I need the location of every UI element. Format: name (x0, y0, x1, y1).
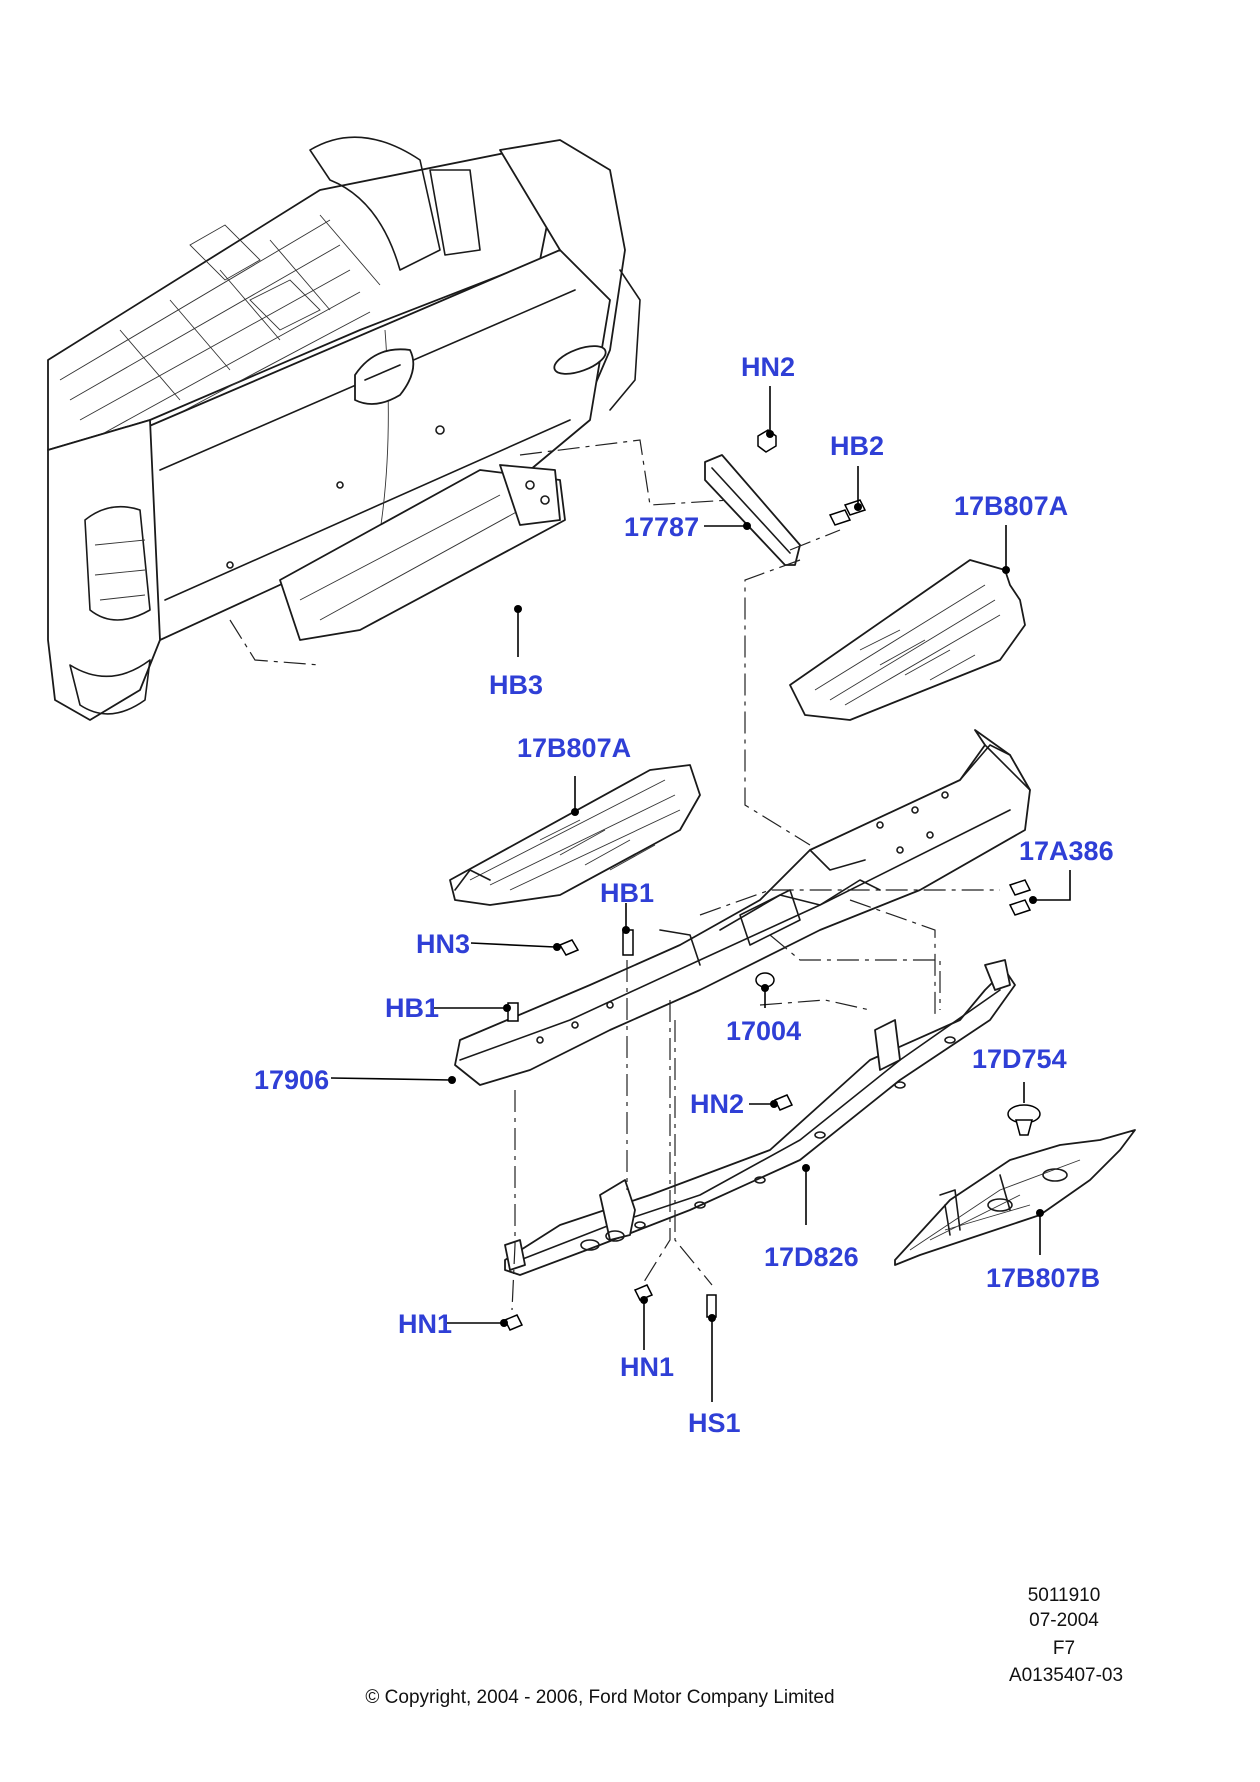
step-pad-right (789, 559, 1026, 721)
footer: 5011910 07-2004 F7 A0135407-03 © Copyrig… (365, 1585, 1123, 1708)
callout-17d754: 17D754 (972, 1044, 1067, 1074)
callout-hn1-center: HN1 (620, 1352, 674, 1382)
callout-17906: 17906 (254, 1065, 329, 1095)
callout-hn1-left: HN1 (398, 1309, 452, 1339)
callout-hn2-lower: HN2 (690, 1089, 744, 1119)
callout-hb1-lower: HB1 (385, 993, 439, 1023)
callout-hn2-top: HN2 (741, 352, 795, 382)
step-pad-left (449, 764, 701, 906)
nut-hn1-left (503, 1314, 524, 1331)
alignment-dashes (511, 889, 1000, 1311)
nut-hn1-center (633, 1284, 654, 1301)
callout-17d826: 17D826 (764, 1242, 859, 1272)
bolt-hb1-lower (507, 1002, 519, 1022)
callout-hb2: HB2 (830, 431, 884, 461)
illustration-date: 07-2004 (1029, 1610, 1099, 1631)
callout-hn3: HN3 (416, 929, 470, 959)
reference-number: A0135407-03 (1009, 1665, 1123, 1686)
callout-labels: HN2 HB2 17787 17B807A HB3 17B807A 17A386… (254, 352, 1114, 1438)
bolt-hb1-upper (622, 929, 634, 956)
copyright-notice: © Copyright, 2004 - 2006, Ford Motor Com… (365, 1687, 834, 1708)
callout-hs1: HS1 (688, 1408, 741, 1438)
screw-hs1 (706, 1294, 717, 1318)
callout-17b807a-right: 17B807A (954, 491, 1068, 521)
callout-hb3: HB3 (489, 670, 543, 700)
clip-17a386 (1008, 879, 1032, 916)
bumper-17906 (454, 729, 1031, 1086)
callout-17a386: 17A386 (1019, 836, 1114, 866)
nut-hn2-lower (773, 1094, 794, 1111)
callout-17787: 17787 (624, 512, 699, 542)
callout-17b807b: 17B807B (986, 1263, 1100, 1293)
bracket-17787 (704, 454, 801, 566)
callout-17004: 17004 (726, 1016, 801, 1046)
plug-17d754 (1007, 1104, 1041, 1136)
page-code: F7 (1053, 1638, 1075, 1659)
illustration-number: 5011910 (1028, 1585, 1101, 1606)
callout-hb1-upper: HB1 (600, 878, 654, 908)
nut-hn3 (558, 939, 580, 956)
callout-17b807a-left: 17B807A (517, 733, 631, 763)
truck-bed-illustration (47, 136, 731, 721)
leader-lines (330, 386, 1071, 1402)
bolt-hb2 (828, 499, 867, 526)
step-pad-17b807b (894, 1129, 1136, 1266)
